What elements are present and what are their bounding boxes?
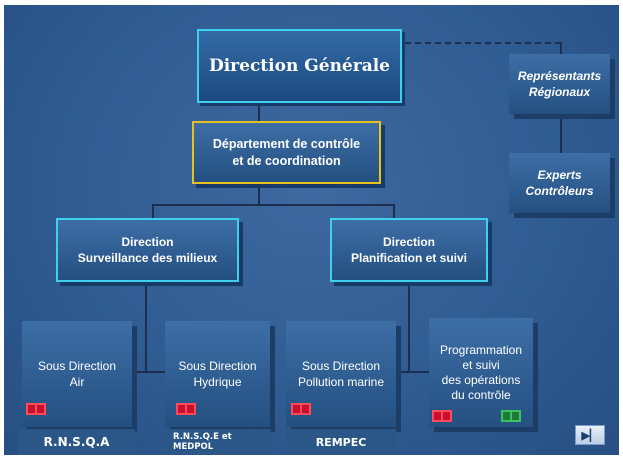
- programmation-suivi-box: Programmation et suivi des opérations du…: [429, 318, 533, 427]
- red-marker-icon: [185, 403, 196, 415]
- next-icon: ▶▏: [581, 429, 599, 442]
- direction-surveillance-line2: Surveillance des milieux: [77, 251, 218, 265]
- connector: [258, 104, 260, 121]
- connector: [145, 282, 147, 372]
- direction-surveillance-box: Direction Surveillance des milieux: [56, 218, 239, 282]
- slide: Direction Générale Représentants Régiona…: [4, 5, 619, 455]
- representants-line2: Régionaux: [528, 85, 591, 99]
- sous-direction-hydrique-line1: Sous Direction: [178, 359, 257, 373]
- dashed-connector: [405, 42, 561, 44]
- sous-direction-pollution-line1: Sous Direction: [301, 359, 381, 373]
- experts-line2: Contrôleurs: [525, 184, 594, 198]
- red-marker-icon: [300, 403, 311, 415]
- direction-generale-box: Direction Générale: [197, 29, 402, 103]
- connector: [134, 371, 166, 373]
- connector: [258, 185, 260, 205]
- departement-line2: et de coordination: [232, 153, 341, 168]
- representants-line1: Représentants: [517, 69, 602, 83]
- connector: [152, 204, 394, 206]
- connector: [152, 204, 154, 218]
- sous-direction-air-line1: Sous Direction: [37, 359, 117, 373]
- connector: [393, 204, 395, 218]
- experts-line1: Experts: [537, 168, 582, 182]
- direction-planification-box: Direction Planification et suivi: [330, 218, 488, 282]
- connector: [408, 282, 410, 372]
- departement-box: Département de contrôle et de coordinati…: [192, 121, 381, 184]
- programmation-line4: du contrôle: [451, 387, 511, 402]
- representants-regionaux-box: Représentants Régionaux: [509, 54, 610, 114]
- rnsqe-medpol-label: R.N.S.Q.E et MEDPOL: [163, 429, 271, 455]
- red-marker-icon: [441, 410, 452, 422]
- sous-direction-air-line2: Air: [69, 375, 85, 389]
- programmation-line3: des opérations: [441, 372, 521, 387]
- sous-direction-hydrique-line2: Hydrique: [193, 375, 242, 389]
- programmation-line2: et suivi: [462, 357, 500, 372]
- experts-controleurs-box: Experts Contrôleurs: [509, 153, 610, 213]
- departement-line1: Département de contrôle: [212, 136, 361, 151]
- red-marker-icon: [35, 403, 46, 415]
- rnsqa-label: R.N.S.Q.A: [18, 429, 135, 455]
- green-marker-icon: [510, 410, 521, 422]
- direction-generale-title: Direction Générale: [208, 56, 390, 76]
- rempec-label: REMPEC: [286, 429, 396, 455]
- dashed-connector: [560, 42, 562, 54]
- connector: [560, 115, 562, 153]
- connector: [399, 371, 431, 373]
- direction-planification-line1: Direction: [382, 235, 435, 249]
- direction-surveillance-line1: Direction: [121, 235, 174, 249]
- sous-direction-pollution-line2: Pollution marine: [297, 375, 385, 389]
- direction-planification-line2: Planification et suivi: [350, 251, 468, 265]
- programmation-line1: Programmation: [439, 342, 523, 357]
- next-slide-button[interactable]: ▶▏: [575, 425, 605, 445]
